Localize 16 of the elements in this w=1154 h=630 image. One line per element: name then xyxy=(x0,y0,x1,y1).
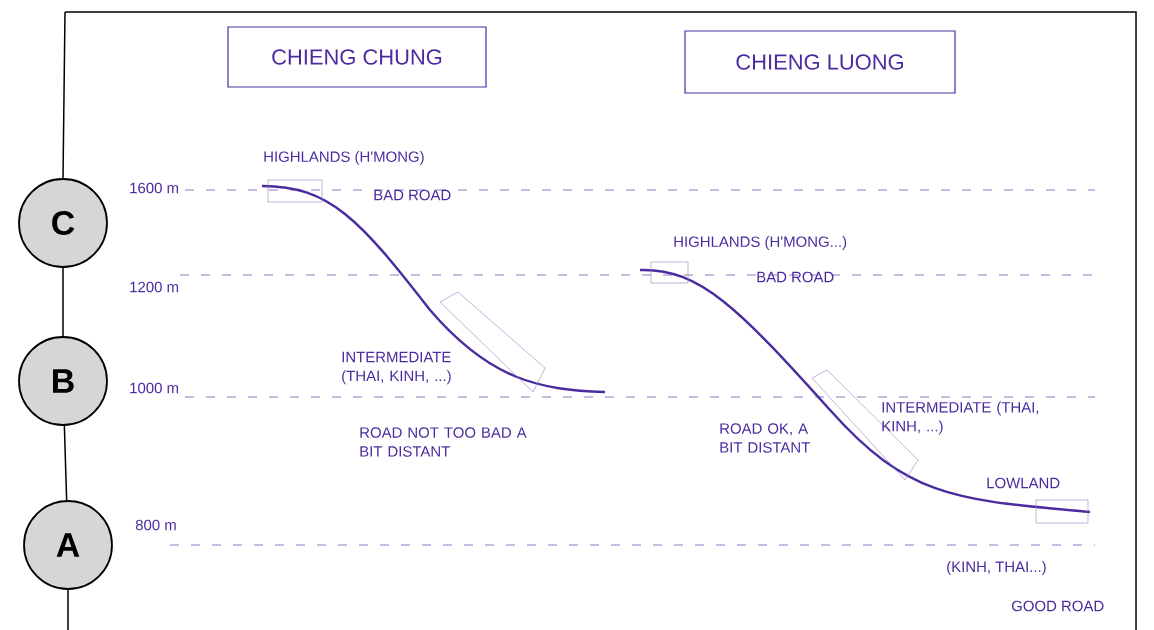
note-text: ROAD OK, A BIT DISTANT xyxy=(720,423,810,453)
note-text: LOWLAND xyxy=(987,477,1060,489)
note-text: INTERMEDIATE (THAI, KINH, ...) xyxy=(882,401,1039,435)
altitude-label: 1200 m xyxy=(130,281,179,293)
note-text: INTERMEDIATE (THAI, KINH, ...) xyxy=(342,351,451,385)
note-text: (KINH, THAI...) xyxy=(947,561,1046,575)
title-box: CHIENG CHUNG xyxy=(227,26,487,88)
axis-line xyxy=(62,267,64,337)
note-text: BAD ROAD xyxy=(757,271,834,283)
note-text: GOOD ROAD xyxy=(1011,600,1104,612)
note-text: BAD ROAD xyxy=(374,189,451,201)
note-text: ROAD NOT TOO BAD A BIT DISTANT xyxy=(360,427,527,457)
title-box: CHIENG LUONG xyxy=(684,30,956,94)
axis-line xyxy=(63,425,68,501)
note-text: HIGHLANDS (H'MONG...) xyxy=(674,236,847,250)
note-text: HIGHLANDS (H'MONG) xyxy=(264,151,424,165)
